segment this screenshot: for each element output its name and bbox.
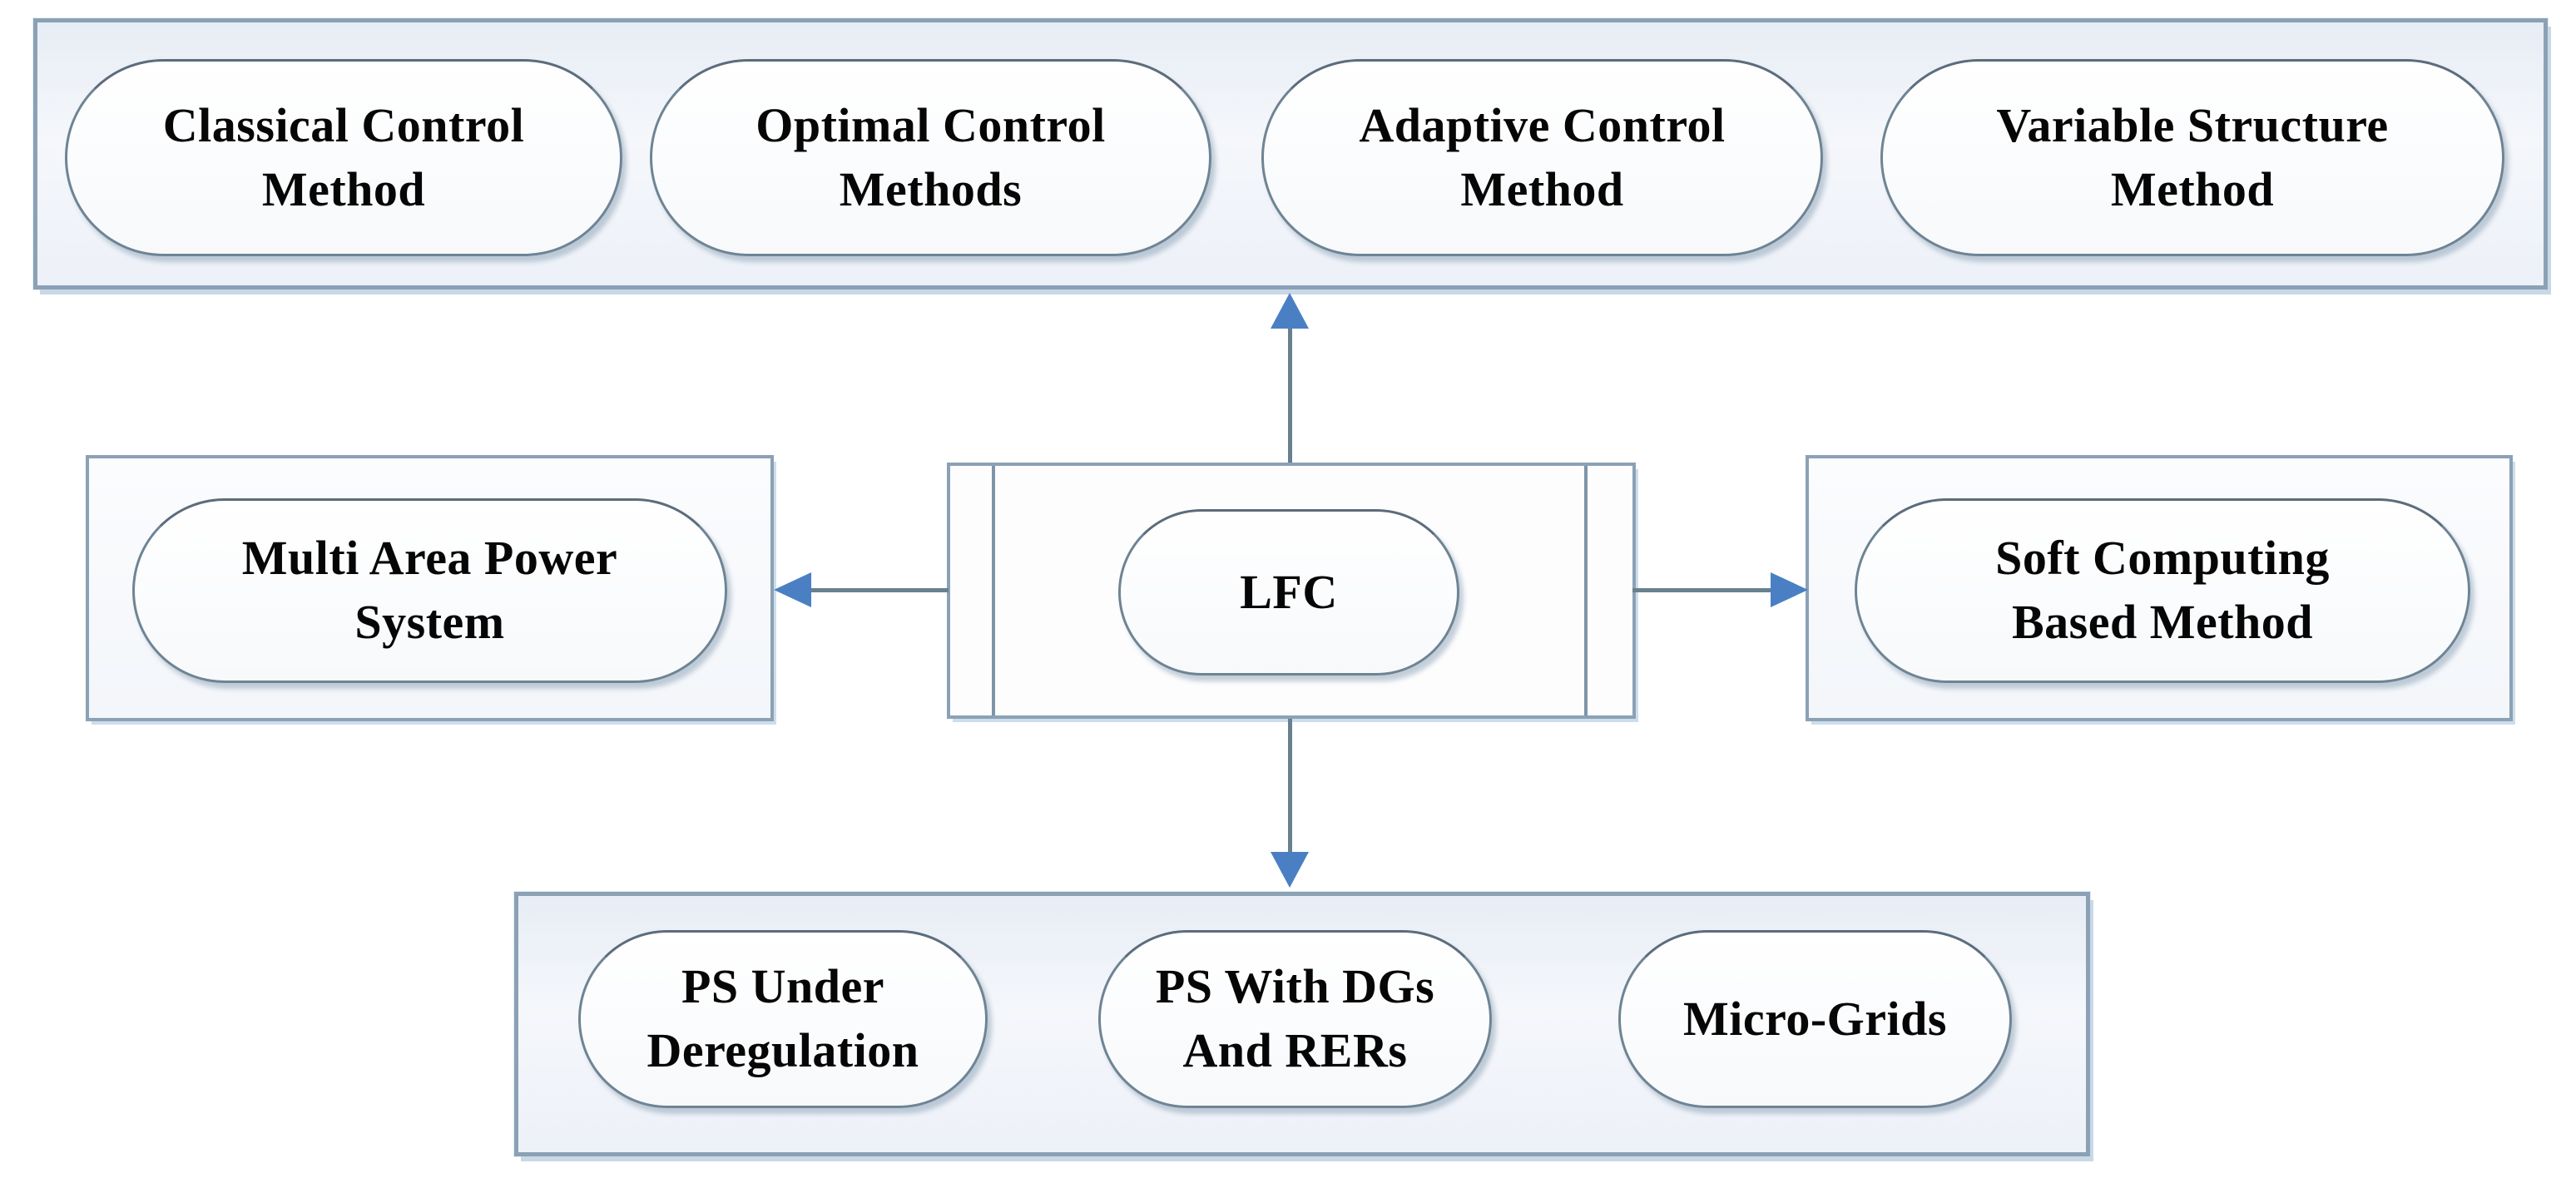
node-label: Soft Computing Based Method — [1995, 531, 2330, 649]
node-label: Micro-Grids — [1683, 991, 1947, 1046]
left-arrow-shaft — [810, 588, 949, 592]
node-ps-with-dgs-and-rers: PS With DGs And RERs — [1098, 930, 1492, 1108]
node-variable-structure-method: Variable Structure Method — [1880, 59, 2504, 256]
node-micro-grids: Micro-Grids — [1618, 930, 2012, 1108]
node-label: Adaptive Control Method — [1359, 97, 1726, 216]
node-adaptive-control-method: Adaptive Control Method — [1261, 59, 1823, 256]
down-arrowhead-icon — [1271, 852, 1309, 888]
up-arrow-shaft — [1288, 324, 1292, 463]
control-methods-group: Classical Control Method Optimal Control… — [33, 18, 2548, 290]
right-arrowhead-icon — [1771, 572, 1808, 607]
node-label: LFC — [1240, 564, 1338, 619]
multi-area-power-system-box: Multi Area Power System — [86, 455, 774, 721]
node-soft-computing-based-method: Soft Computing Based Method — [1855, 498, 2470, 683]
node-lfc: LFC — [1118, 509, 1459, 676]
node-label: Classical Control Method — [162, 97, 525, 216]
node-label: Multi Area Power System — [241, 531, 618, 649]
node-label: Optimal Control Methods — [755, 97, 1106, 216]
node-label: PS Under Deregulation — [646, 959, 919, 1077]
node-label: Variable Structure Method — [1996, 97, 2389, 216]
node-ps-under-deregulation: PS Under Deregulation — [578, 930, 988, 1108]
lfc-center-frame: LFC — [947, 463, 1636, 719]
right-arrow-shaft — [1632, 588, 1772, 592]
soft-computing-based-method-box: Soft Computing Based Method — [1806, 455, 2513, 721]
node-multi-area-power-system: Multi Area Power System — [132, 498, 727, 683]
node-label: PS With DGs And RERs — [1155, 959, 1435, 1077]
up-arrowhead-icon — [1271, 293, 1309, 329]
node-classical-control-method: Classical Control Method — [65, 59, 622, 256]
down-arrow-shaft — [1288, 719, 1292, 855]
power-system-types-group: PS Under Deregulation PS With DGs And RE… — [514, 892, 2090, 1156]
lfc-frame-right-line — [1584, 466, 1588, 715]
node-optimal-control-methods: Optimal Control Methods — [650, 59, 1211, 256]
lfc-frame-left-line — [992, 466, 995, 715]
left-arrowhead-icon — [774, 572, 811, 607]
